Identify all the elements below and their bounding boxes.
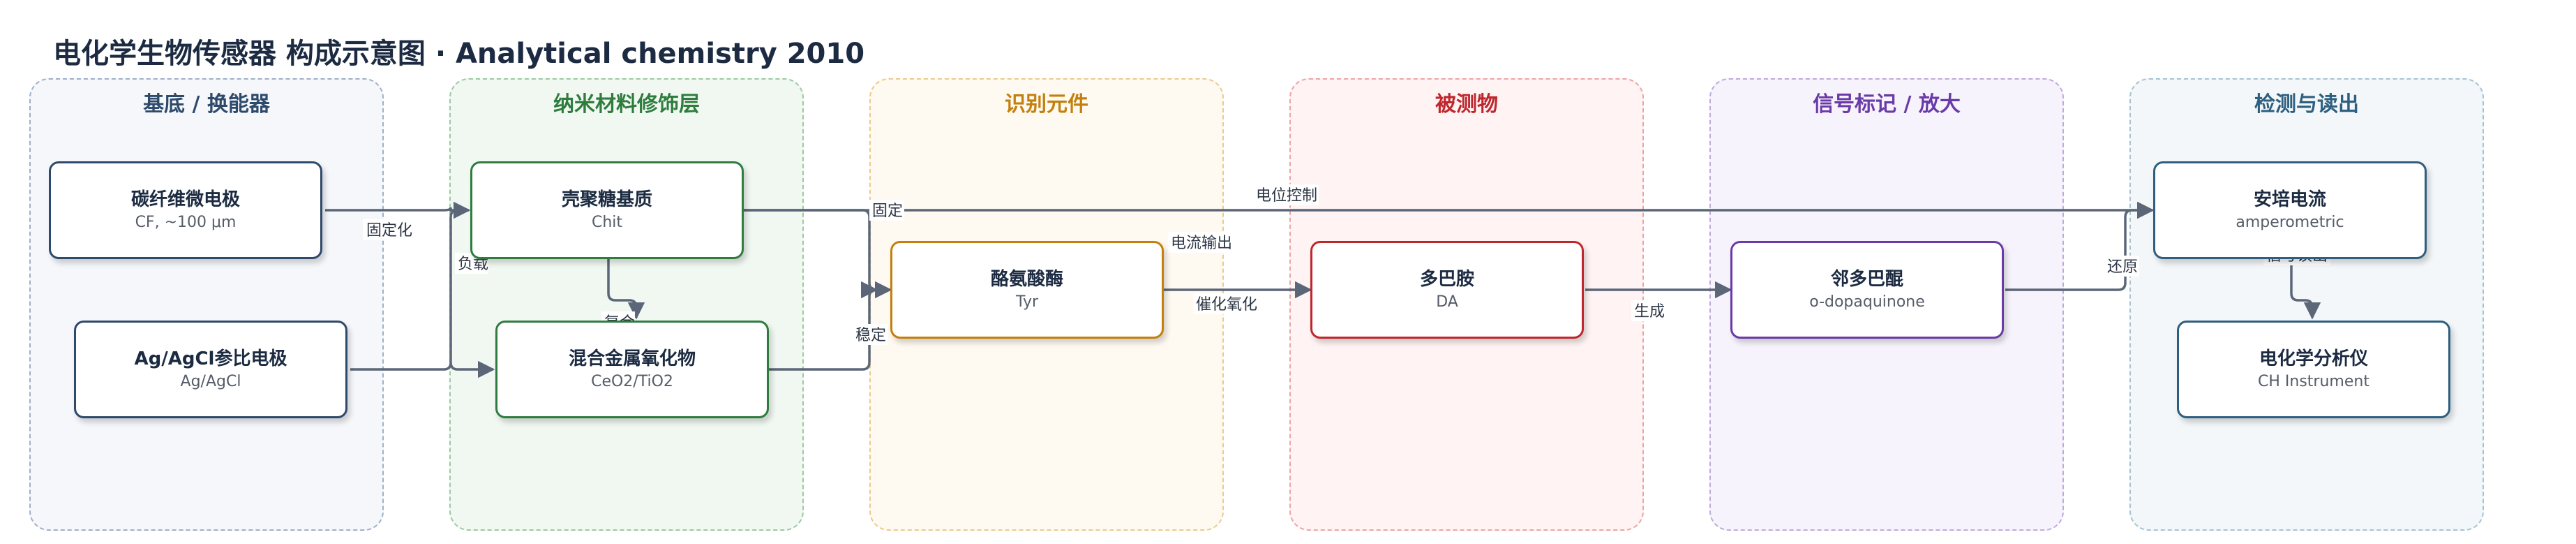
edge-dq-amp bbox=[2005, 201, 2155, 291]
node-subtitle: CeO2/TiO2 bbox=[591, 373, 673, 390]
edge-label-immobilize: 固定化 bbox=[366, 222, 412, 240]
node-title: 酪氨酸酶 bbox=[990, 269, 1063, 290]
node-title: 多巴胺 bbox=[1419, 269, 1474, 290]
edge-label-bg bbox=[363, 219, 412, 240]
node-tyrosinase: 酪氨酸酶 Tyr bbox=[890, 241, 1164, 339]
edge-label-catalytic: 催化氧化 bbox=[1196, 296, 1257, 314]
node-chitosan-matrix: 壳聚糖基质 Chit bbox=[470, 161, 744, 259]
edge-label-bg bbox=[1193, 293, 1259, 314]
group-label-substrate: 基底 / 换能器 bbox=[143, 92, 270, 117]
group-label-detection: 检测与读出 bbox=[2254, 92, 2359, 117]
node-amperometric-current: 安培电流 amperometric bbox=[2153, 161, 2427, 259]
group-label-signal: 信号标记 / 放大 bbox=[1813, 92, 1961, 117]
node-carbon-fiber-electrode: 碳纤维微电极 CF, ~100 μm bbox=[49, 161, 322, 259]
node-title: 碳纤维微电极 bbox=[130, 189, 240, 210]
node-title: 壳聚糖基质 bbox=[561, 189, 652, 210]
edge-cf-chit bbox=[325, 201, 471, 219]
node-subtitle: Tyr bbox=[1015, 293, 1039, 311]
group-nano bbox=[449, 78, 804, 531]
node-title: 安培电流 bbox=[2253, 189, 2326, 210]
node-subtitle: o-dopaquinone bbox=[1809, 293, 1925, 311]
node-electrochemical-analyzer: 电化学分析仪 CH Instrument bbox=[2177, 321, 2450, 418]
node-subtitle: CF, ~100 μm bbox=[135, 214, 237, 231]
edge-label-reduce: 还原 bbox=[2107, 258, 2138, 276]
node-subtitle: DA bbox=[1436, 293, 1458, 311]
edge-chit-tyr bbox=[744, 209, 892, 299]
edge-ceo2-tyr bbox=[769, 281, 878, 371]
node-title: Ag/AgCl参比电极 bbox=[134, 348, 287, 369]
group-substrate bbox=[29, 78, 384, 531]
edge-amp-chi bbox=[2290, 259, 2321, 320]
node-dopaquinone: 邻多巴醌 o-dopaquinone bbox=[1730, 241, 2004, 339]
edge-label-potential: 电位控制 bbox=[1256, 187, 1317, 205]
edge-label-stabilize: 稳定 bbox=[855, 327, 886, 344]
group-label-recognition: 识别元件 bbox=[1005, 92, 1088, 117]
diagram-title: 电化学生物传感器 构成示意图 · Analytical chemistry 20… bbox=[53, 38, 865, 70]
group-label-nano: 纳米材料修饰层 bbox=[553, 92, 700, 117]
edge-label-bg bbox=[1168, 232, 1234, 253]
node-reference-electrode: Ag/AgCl参比电极 Ag/AgCl bbox=[74, 321, 347, 418]
node-dopamine: 多巴胺 DA bbox=[1310, 241, 1584, 339]
edge-label-fix: 固定 bbox=[872, 203, 903, 220]
edge-label-current-out: 电流输出 bbox=[1171, 235, 1232, 252]
node-mixed-metal-oxide: 混合金属氧化物 CeO2/TiO2 bbox=[495, 321, 769, 418]
edge-label-bg bbox=[1253, 184, 1319, 205]
edge-label-generate: 生成 bbox=[1634, 303, 1665, 321]
edge-label-bg bbox=[1631, 300, 1666, 321]
node-subtitle: Ag/AgCl bbox=[180, 373, 241, 390]
edge-label-bg bbox=[2104, 256, 2139, 277]
node-subtitle: Chit bbox=[591, 214, 623, 231]
node-title: 邻多巴醌 bbox=[1830, 269, 1903, 290]
edge-label-bg bbox=[853, 324, 888, 345]
node-title: 电化学分析仪 bbox=[2259, 348, 2368, 369]
node-title: 混合金属氧化物 bbox=[568, 348, 696, 369]
group-label-analyte: 被测物 bbox=[1435, 92, 1498, 117]
edge-chit-ceo2 bbox=[607, 259, 645, 320]
node-subtitle: CH Instrument bbox=[2258, 373, 2369, 390]
node-subtitle: amperometric bbox=[2236, 214, 2344, 231]
edge-label-bg bbox=[869, 200, 904, 221]
edge-bus-ceo2 bbox=[449, 360, 495, 378]
